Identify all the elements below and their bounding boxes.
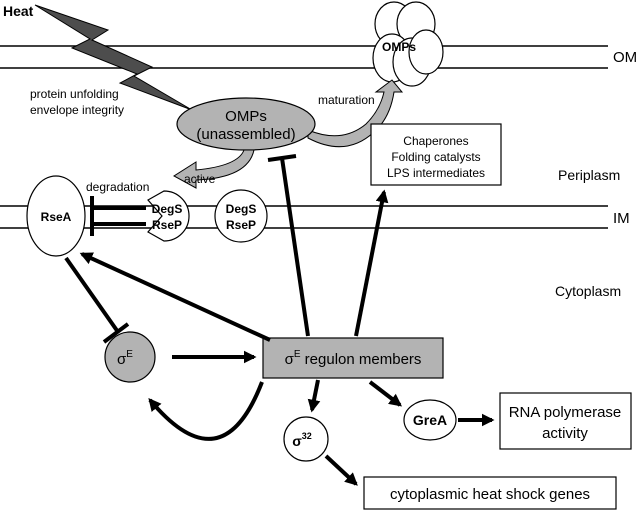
sigma-e-label: σE: [117, 349, 133, 368]
sigma-e-node: [104, 331, 156, 383]
degs-inactive-line2: RseP: [226, 218, 256, 232]
cytoplasm-label: Cytoplasm: [555, 283, 621, 299]
degs-rsep-inactive-node: [214, 189, 268, 243]
regulon-to-rsea-arrow: [79, 252, 271, 342]
sigma-e-regulon-box: [262, 337, 444, 379]
regulon-inhibits-omps-bar: [267, 154, 297, 162]
active-arrow: [173, 149, 255, 189]
regulon-label: σE regulon members: [285, 349, 422, 368]
omps-assembled-cluster: [372, 1, 444, 87]
grea-label: GreA: [413, 412, 447, 428]
degradation-label: degradation: [86, 180, 149, 194]
degs-rsep-active-node: [147, 190, 190, 242]
rsea-inhibits-sigma-e-line: [64, 256, 120, 334]
sigma32-to-heat-shock-arrow: [324, 454, 358, 486]
heat-shock-genes-box: [363, 476, 617, 510]
chaperones-line3: LPS intermediates: [387, 166, 485, 180]
im-label: IM: [613, 210, 630, 227]
sigma-32-label: σ32: [292, 431, 312, 449]
chaperones-line2: Folding catalysts: [391, 150, 480, 164]
regulon-inhibits-omps-line: [280, 157, 310, 337]
sigma-32-node: [283, 416, 329, 462]
heat-label: Heat: [3, 3, 34, 19]
degs-active-line1: DegS: [152, 202, 183, 216]
degradation-inhibition: [90, 196, 146, 236]
rnap-line2: activity: [542, 425, 588, 442]
om-label: OM: [613, 49, 637, 66]
envelope-integrity-label: envelope integrity: [30, 103, 124, 117]
rsea-label: RseA: [41, 210, 72, 224]
periplasm-label: Periplasm: [558, 167, 620, 183]
degs-active-line2: RseP: [152, 218, 182, 232]
heat-shock-genes-label: cytoplasmic heat shock genes: [390, 486, 590, 503]
rsea-node: [26, 175, 86, 257]
degs-inactive-line1: DegS: [226, 202, 257, 216]
omps-unassembled-line1: OMPs: [225, 108, 267, 125]
rnap-line1: RNA polymerase: [509, 404, 622, 421]
omps-assembled-label: OMPs: [382, 40, 416, 54]
active-label: active: [184, 172, 216, 186]
maturation-label: maturation: [318, 93, 375, 107]
grea-node: [403, 399, 457, 441]
rna-polymerase-box: [499, 392, 632, 450]
omps-unassembled-line2: (unassembled): [196, 126, 295, 143]
maturation-arrow: [307, 79, 404, 148]
regulon-to-grea-arrow: [368, 380, 403, 407]
chaperones-box: [370, 123, 502, 186]
regulon-to-chaperones-arrow: [354, 189, 389, 337]
regulon-to-sigma32-arrow: [307, 379, 321, 413]
rsea-inhibits-sigma-e-bar: [102, 322, 130, 344]
regulon-to-sigma-e-feedback-arrow: [148, 381, 264, 441]
chaperones-line1: Chaperones: [403, 134, 468, 148]
protein-unfolding-label: protein unfolding: [30, 87, 119, 101]
